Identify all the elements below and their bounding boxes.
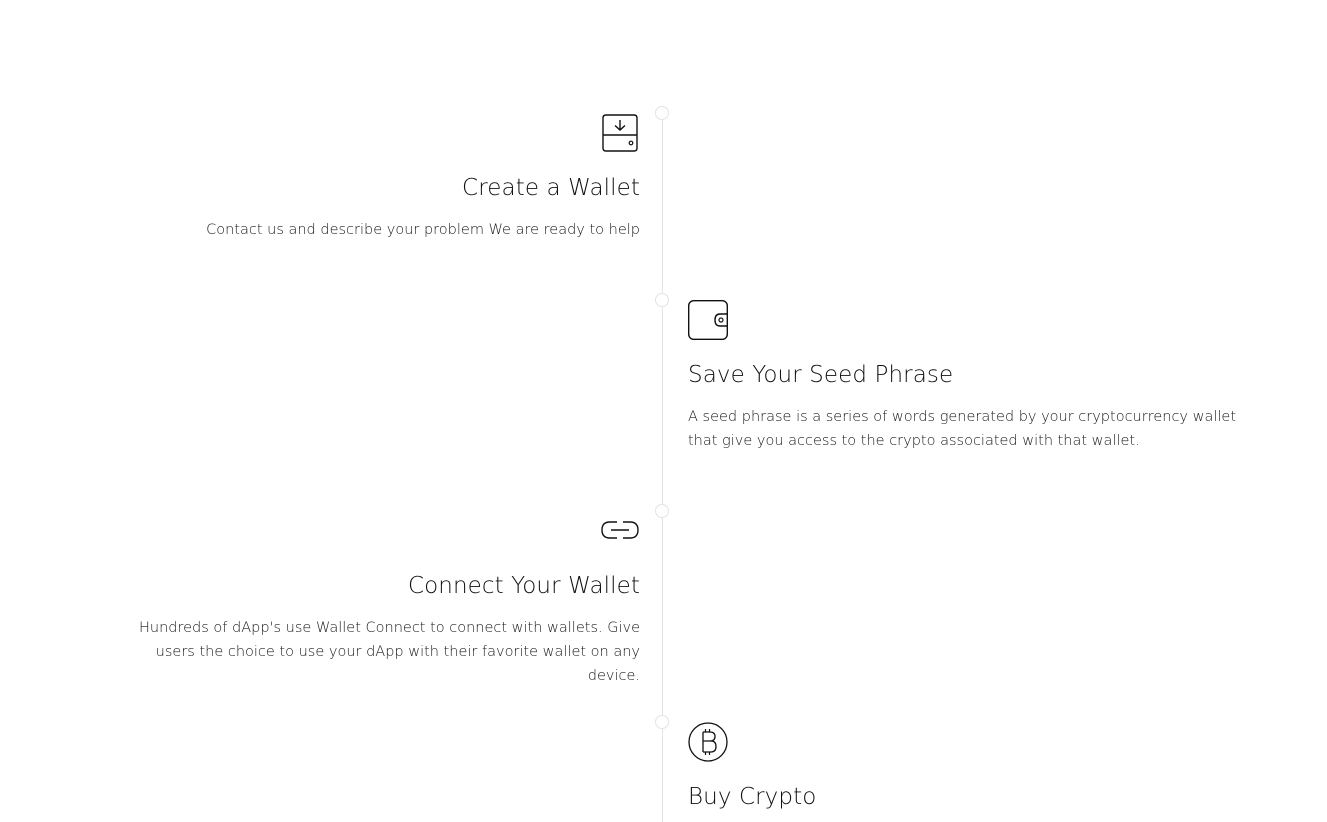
step-title: Create a Wallet — [462, 175, 640, 201]
timeline-dot — [655, 106, 669, 120]
timeline-dot — [655, 293, 669, 307]
step-connect-wallet: Connect Your Wallet Hundreds of dApp's u… — [100, 513, 640, 688]
wallet-icon — [688, 300, 728, 340]
step-description: Contact us and describe your problem We … — [206, 222, 640, 238]
step-buy-crypto: Buy Crypto — [688, 722, 816, 812]
step-title: Save Your Seed Phrase — [688, 362, 954, 388]
bitcoin-icon — [688, 722, 728, 762]
step-description: Hundreds of dApp's use Wallet Connect to… — [139, 620, 640, 684]
step-create-wallet: Create a Wallet Contact us and describe … — [206, 113, 640, 242]
timeline-line — [662, 118, 663, 822]
step-title: Connect Your Wallet — [407, 573, 640, 599]
timeline-dot — [655, 715, 669, 729]
step-title: Buy Crypto — [688, 784, 817, 810]
link-icon — [601, 521, 639, 539]
step-save-seed-phrase: Save Your Seed Phrase A seed phrase is a… — [688, 300, 1248, 453]
step-description: A seed phrase is a series of words gener… — [688, 409, 1237, 449]
wallet-download-icon — [602, 114, 638, 152]
timeline-dot — [655, 504, 669, 518]
